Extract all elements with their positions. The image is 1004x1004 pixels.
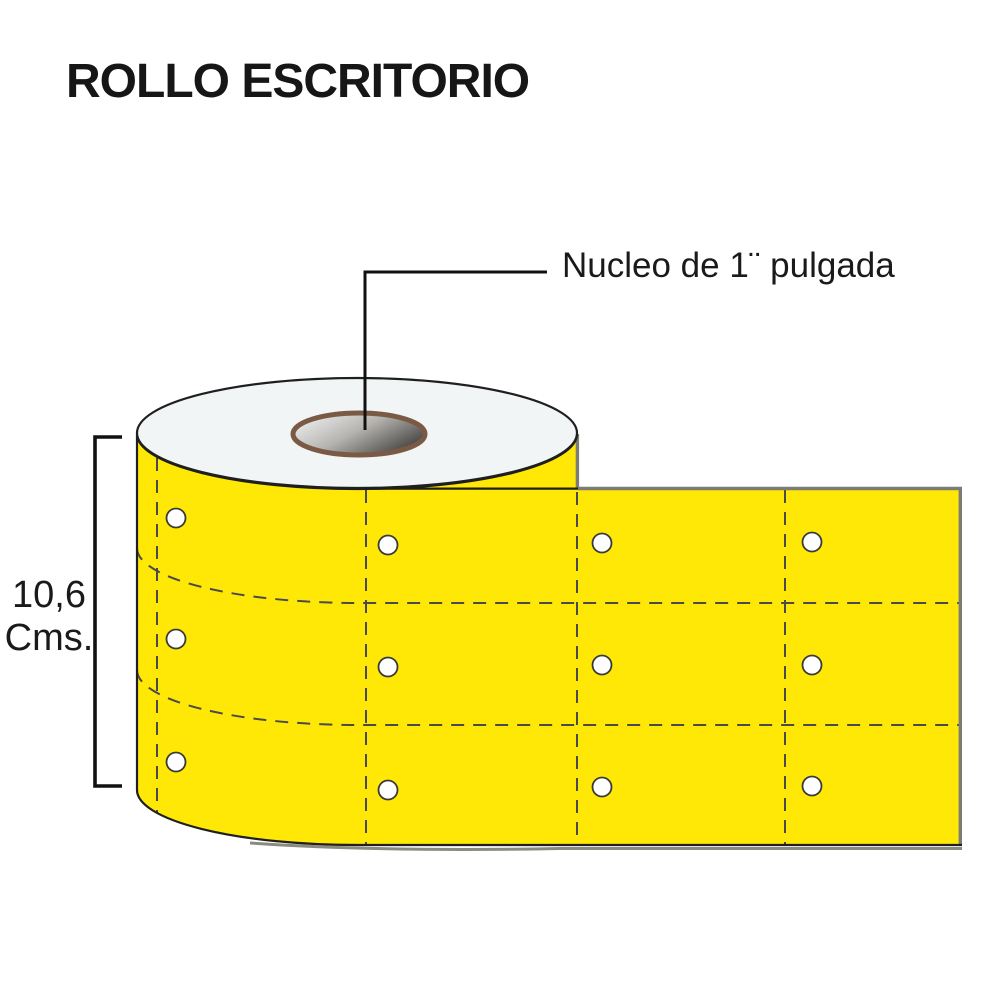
page-title: ROLLO ESCRITORIO bbox=[66, 55, 530, 108]
label-hole bbox=[165, 628, 187, 650]
roll-core-hole bbox=[290, 410, 428, 458]
label-hole bbox=[165, 507, 187, 529]
label-holes bbox=[165, 507, 823, 801]
dimension-value: 10,6 bbox=[12, 574, 86, 616]
core-leader-line bbox=[363, 270, 547, 430]
label-hole bbox=[591, 532, 613, 554]
dimension-unit: Cms. bbox=[4, 617, 94, 660]
label-hole bbox=[377, 779, 399, 801]
strip-edges bbox=[575, 434, 962, 846]
core-label: Nucleo de 1¨ pulgada bbox=[562, 246, 895, 285]
label-hole bbox=[801, 775, 823, 797]
label-hole bbox=[377, 534, 399, 556]
label-hole bbox=[377, 656, 399, 678]
label-hole bbox=[591, 776, 613, 798]
dimension-bracket bbox=[93, 435, 122, 788]
strip-bottom-border bbox=[249, 841, 962, 851]
dimension-label: 10,6 Cms. bbox=[0, 574, 98, 661]
label-hole bbox=[165, 751, 187, 773]
label-hole bbox=[801, 531, 823, 553]
label-hole bbox=[591, 654, 613, 676]
roll-and-strip-body bbox=[137, 434, 961, 845]
perforation-lines-vertical bbox=[156, 458, 786, 845]
label-hole bbox=[801, 654, 823, 676]
